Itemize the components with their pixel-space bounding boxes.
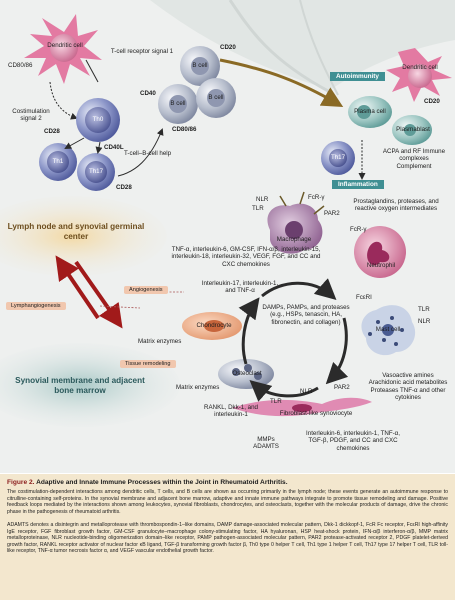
matrix-enzymes-label-2: Matrix enzymes [176, 384, 220, 391]
neutrophil-label: Neutrophil [366, 262, 396, 269]
cycle-arrow-left [238, 297, 260, 365]
th17-right-label: Th17 [330, 154, 346, 161]
fibroblast-synoviocyte-cell [232, 397, 372, 417]
th17-cell-right [321, 141, 355, 175]
diagram-canvas [0, 0, 455, 427]
fc-gamma-label-2: FcR-γ [350, 226, 367, 233]
chondrocyte-cell [182, 312, 242, 340]
caption-title: Figure 2. Adaptive and Innate Immune Pro… [7, 479, 288, 486]
b-cell-right-label: B cell [208, 94, 224, 101]
fceri-label: FcεRI [356, 294, 372, 301]
lymphangiogenesis-pointer [99, 305, 141, 309]
b-cell-right [196, 78, 236, 118]
cycle-arrow-top [261, 278, 337, 301]
synovial-region-label: Synovial membrane and adjacent bone marr… [15, 376, 145, 395]
lymphangiogenesis-label: Lymphangiogenesis [6, 302, 66, 310]
cd20-label-1: CD20 [220, 44, 236, 51]
tcell-bcell-help-label: T-cell–B-cell help [124, 150, 172, 157]
autoimmunity-banner: Autoimmunity [330, 72, 385, 81]
th17-cell-left [77, 153, 115, 191]
tcell-receptor-line [85, 59, 99, 83]
caption-paragraph-2: ADAMTS denotes a disintegrin and metallo… [7, 522, 448, 555]
caption-box [0, 474, 455, 600]
il17-label: Interleukin-17, interleukin-1, and TNF-α [201, 280, 279, 295]
dendritic-cell-left-label: Dendritic cell [47, 42, 83, 49]
b-cell-middle-label: B cell [170, 100, 186, 107]
tcell-receptor-signal-label: T-cell receptor signal 1 [110, 48, 174, 55]
b-cell-top [180, 46, 220, 86]
fibroblast-label: Fibroblast-like synoviocyte [279, 410, 353, 417]
cycle-arrow-bottom [249, 380, 319, 402]
th0-to-th17-arrow [95, 141, 103, 154]
mmps-label: MMPs ADAMTS [253, 436, 279, 451]
matrix-enzymes-label-1: Matrix enzymes [138, 338, 182, 345]
cd40l-label: CD40L [104, 144, 124, 151]
macrophage-label: Macrophage [276, 236, 312, 243]
cd28-label-2: CD28 [116, 184, 132, 191]
plasmablast-label: Plasmablast [396, 126, 430, 133]
figure-number: Figure 2. [7, 479, 35, 486]
nlr-label-3: NLR [300, 388, 313, 395]
il6-label: Interleukin-6, interleukin-1, TNF-α, TGF… [306, 430, 400, 452]
acpa-rf-label: ACPA and RF Immune complexes Complement [382, 148, 446, 170]
angiogenesis-label: Angiogenesis [124, 286, 168, 294]
cd80-86-label-2: CD80/86 [172, 126, 197, 133]
par2-label-2: PAR2 [334, 384, 350, 391]
prostaglandins-label: Prostaglandins, proteases, and reactive … [353, 198, 439, 213]
tnf-cytokines-label: TNF-α, interleukin-6, GM-CSF, IFN-α/β, i… [171, 246, 321, 268]
plasma-cell [348, 96, 392, 128]
th0-to-th1-arrow [64, 137, 85, 149]
cd20-label-2: CD20 [424, 98, 440, 105]
dendritic-cell-right [386, 48, 452, 102]
th17-left-label: Th17 [88, 168, 104, 175]
b-cell-middle [158, 84, 198, 124]
th0-label: Th0 [92, 116, 104, 123]
bcell-to-plasma-arrow [219, 58, 344, 108]
chondrocyte-label: Chondrocyte [196, 322, 232, 329]
damps-label: DAMPs, PAMPs, and proteases (e.g., HSPs,… [262, 304, 350, 326]
dendritic-cell-left [24, 14, 102, 84]
plasma-cell-label: Plasma cell [354, 108, 386, 115]
b-cell-top-label: B cell [192, 62, 208, 69]
caption-paragraph-1: The costimulation-dependent interactions… [7, 489, 448, 515]
neutrophil-cell [354, 226, 406, 278]
mast-cell [361, 305, 416, 356]
tlr-label-2: TLR [418, 306, 430, 313]
par2-label-1: PAR2 [324, 210, 340, 217]
macrophage-cell [267, 191, 325, 254]
th1-label: Th1 [52, 158, 64, 165]
migration-arrow-up [55, 255, 100, 320]
th0-cell [76, 98, 120, 142]
rankl-label: RANKL, Dkk-1, and interleukin-1 [204, 404, 258, 419]
costimulation-signal-label: Costimulation signal 2 [12, 108, 50, 123]
fc-gamma-label-1: FcR-γ [308, 194, 325, 201]
tcell-bcell-help-arrow [117, 128, 164, 177]
cd80-86-left-label: CD80/86 [8, 62, 33, 69]
migration-arrow-down [74, 260, 123, 329]
cd40-label: CD40 [140, 90, 156, 97]
tlr-label-3: TLR [270, 398, 282, 405]
figure-title: Adaptive and Innate Immune Processes wit… [36, 479, 288, 486]
dendritic-cell-right-label: Dendritic cell [402, 64, 438, 71]
cycle-arrow-right [325, 317, 349, 385]
cd28-label-1: CD28 [44, 128, 60, 135]
inflammation-banner: Inflammation [332, 180, 384, 189]
th1-cell [39, 143, 77, 181]
costimulation-arrow [49, 81, 78, 120]
plasmablast-cell [392, 115, 432, 145]
mast-cell-label: Mast cell [375, 326, 401, 333]
lymph-node-region-label: Lymph node and synovial germinal center [7, 222, 145, 241]
tissue-remodeling-label: Tissue remodeling [120, 360, 176, 368]
nlr-label-2: NLR [418, 318, 431, 325]
vasoactive-label: Vasoactive amines Arachidonic acid metab… [368, 372, 448, 402]
tlr-label-1: TLR [252, 205, 264, 212]
osteoclast-label: Osteoclast [232, 370, 262, 377]
nlr-label-1: NLR [256, 196, 269, 203]
